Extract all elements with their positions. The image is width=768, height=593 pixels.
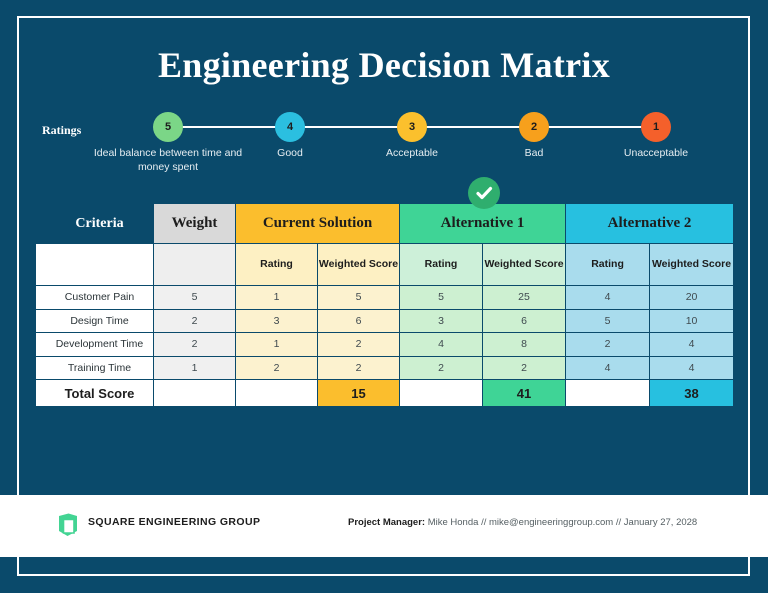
rating-node-4[interactable]: 4 (275, 112, 305, 142)
check-circle-icon (468, 177, 500, 209)
meta-separator-1: // (481, 517, 487, 528)
cell-weight: 1 (153, 355, 236, 380)
total-alt1-rating (399, 379, 484, 407)
rating-caption-4: Good (277, 147, 303, 159)
table-row: Development Time 2 1 2 4 8 2 4 (35, 332, 735, 357)
total-current-score: 15 (316, 379, 401, 407)
total-alt2-score: 38 (649, 379, 735, 407)
cell-alt1-score: 25 (482, 285, 567, 310)
page-title: Engineering Decision Matrix (157, 45, 611, 85)
rating-caption-1: Unacceptable (623, 147, 689, 159)
header-group-current-solution: Current Solution (234, 203, 401, 244)
matrix-group-header-row: Criteria Weight Current Solution Alterna… (35, 203, 735, 244)
rating-caption-5: Ideal balance between time and money spe… (93, 147, 243, 173)
subheader-current-rating: Rating (235, 243, 318, 286)
meta-separator-2: // (615, 517, 622, 528)
rating-caption-3: Acceptable (386, 147, 438, 159)
cell-alt2-score: 4 (649, 332, 735, 357)
cube-logo-icon (56, 512, 80, 543)
cell-current-rating: 1 (235, 332, 318, 357)
cell-current-score: 5 (316, 285, 401, 310)
table-row: Design Time 2 3 6 3 6 5 10 (35, 308, 735, 333)
matrix-subheader-row: Rating Weighted Score Rating Weighted Sc… (35, 243, 735, 286)
total-score-row: Total Score 15 41 38 (35, 379, 735, 407)
cell-criteria: Development Time (35, 332, 154, 357)
footer-bar: SQUARE ENGINEERING GROUP Project Manager… (0, 495, 768, 557)
header-criteria: Criteria (35, 203, 154, 244)
brand-name: SQUARE ENGINEERING GROUP (88, 516, 261, 528)
rating-caption-2: Bad (524, 147, 544, 159)
header-group-weight: Weight (153, 203, 236, 244)
total-label: Total Score (35, 379, 154, 407)
subheader-weight-blank (153, 243, 236, 286)
total-alt1-score: 41 (482, 379, 567, 407)
cell-current-score: 2 (316, 355, 401, 380)
cell-alt2-rating: 5 (565, 308, 651, 333)
project-email: mike@engineeringgroup.com (488, 517, 614, 528)
total-alt2-rating (565, 379, 651, 407)
cell-alt2-score: 10 (649, 308, 735, 333)
cell-alt2-rating: 4 (565, 355, 651, 380)
cell-current-score: 2 (316, 332, 401, 357)
rating-node-5[interactable]: 5 (153, 112, 183, 142)
ratings-legend: Ratings 5 Ideal balance between time and… (0, 112, 768, 173)
total-current-rating (235, 379, 318, 407)
cell-alt1-score: 6 (482, 308, 567, 333)
cell-weight: 2 (153, 308, 236, 333)
project-manager-label: Project Manager: (348, 517, 426, 528)
subheader-alt2-weighted-score: Weighted Score (649, 243, 735, 286)
cell-alt1-rating: 3 (399, 308, 484, 333)
cell-current-score: 6 (316, 308, 401, 333)
cell-criteria: Design Time (35, 308, 154, 333)
cell-alt1-rating: 2 (399, 355, 484, 380)
header-group-alternative-1: Alternative 1 (399, 203, 567, 244)
project-meta: Project Manager: Mike Honda // mike@engi… (348, 517, 697, 528)
cell-alt1-rating: 5 (399, 285, 484, 310)
cell-criteria: Customer Pain (35, 285, 154, 310)
cell-current-rating: 2 (235, 355, 318, 380)
cell-alt2-score: 4 (649, 355, 735, 380)
rating-node-2[interactable]: 2 (519, 112, 549, 142)
cell-weight: 2 (153, 332, 236, 357)
subheader-blank (35, 243, 154, 286)
rating-node-1[interactable]: 1 (641, 112, 671, 142)
table-row: Customer Pain 5 1 5 5 25 4 20 (35, 285, 735, 310)
subheader-alt2-rating: Rating (565, 243, 651, 286)
cell-alt1-rating: 4 (399, 332, 484, 357)
subheader-alt1-rating: Rating (399, 243, 484, 286)
rating-node-3[interactable]: 3 (397, 112, 427, 142)
project-manager-name: Mike Honda (427, 517, 479, 528)
cell-alt2-score: 20 (649, 285, 735, 310)
table-row: Training Time 1 2 2 2 2 4 4 (35, 355, 735, 380)
cell-alt1-score: 2 (482, 355, 567, 380)
cell-criteria: Training Time (35, 355, 154, 380)
header-group-alternative-2: Alternative 2 (565, 203, 735, 244)
cell-alt2-rating: 4 (565, 285, 651, 310)
subheader-alt1-weighted-score: Weighted Score (482, 243, 567, 286)
cell-weight: 5 (153, 285, 236, 310)
cell-alt1-score: 8 (482, 332, 567, 357)
project-date: January 27, 2028 (623, 517, 698, 528)
cell-alt2-rating: 2 (565, 332, 651, 357)
subheader-current-weighted-score: Weighted Score (316, 243, 401, 286)
ratings-label: Ratings (42, 123, 82, 137)
total-weight (153, 379, 236, 407)
cell-current-rating: 3 (235, 308, 318, 333)
cell-current-rating: 1 (235, 285, 318, 310)
decision-matrix-table: Criteria Weight Current Solution Alterna… (35, 203, 735, 407)
